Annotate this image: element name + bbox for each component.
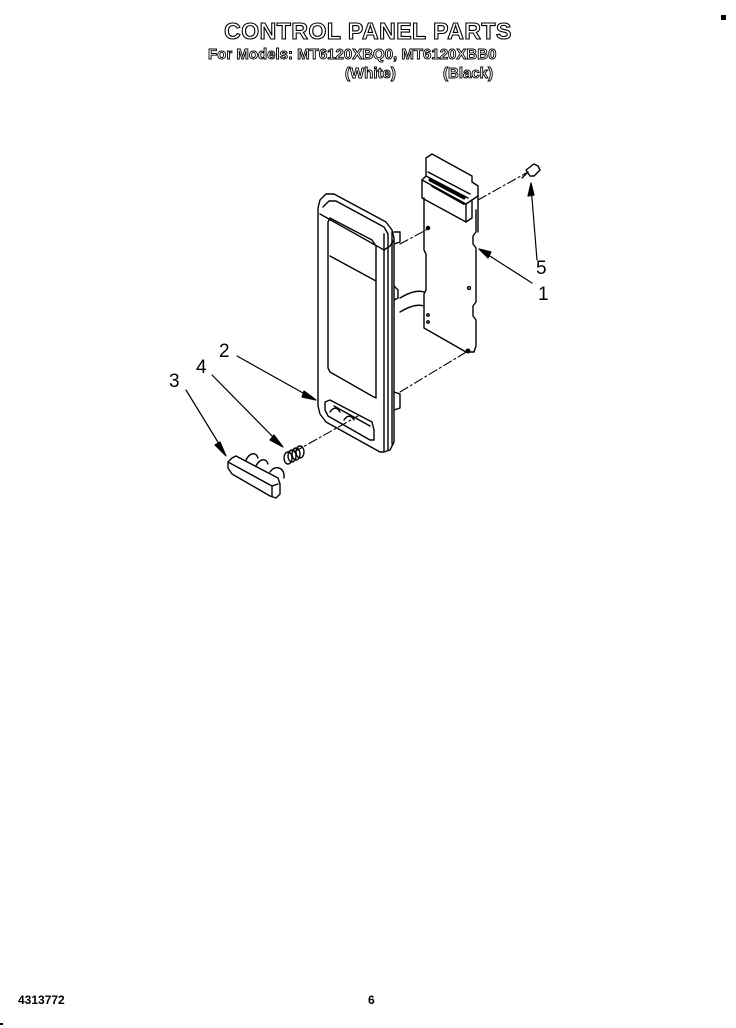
spring-part — [283, 445, 305, 465]
callout-4: 4 — [196, 357, 207, 378]
page-title: CONTROL PANEL PARTS — [224, 17, 512, 44]
screw-part — [521, 163, 541, 179]
page-number: 6 — [368, 993, 375, 1007]
model-numbers: For Models: MT6120XBQ0, MT6120XBB0 — [208, 46, 497, 64]
corner-mark — [721, 15, 726, 20]
alignment-lines — [293, 171, 529, 453]
callout-1: 1 — [538, 284, 549, 305]
control-panel-part — [317, 193, 401, 453]
document-number: 4313772 — [18, 993, 65, 1007]
edge-mark — [0, 1023, 3, 1025]
leader-arrows — [185, 182, 538, 457]
button-part — [227, 453, 285, 499]
callout-5: 5 — [536, 258, 547, 279]
variant-white-label: (White) — [345, 65, 397, 83]
ribbon-cable — [399, 290, 425, 313]
variant-black-label: (Black) — [443, 65, 494, 83]
callout-3: 3 — [169, 371, 180, 392]
callout-2: 2 — [219, 341, 230, 362]
bracket-part — [421, 153, 479, 354]
